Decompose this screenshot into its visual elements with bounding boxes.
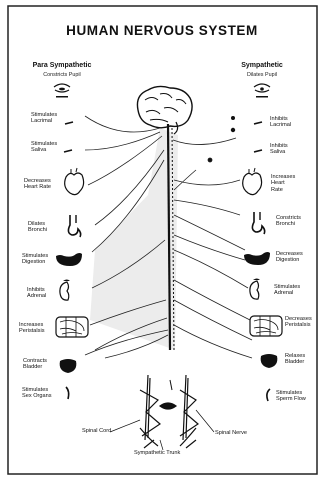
intestine-icon [250,316,282,336]
label-increases-peristalsis: Increases Peristalsis [19,322,45,335]
label-increases-heart-rate: Increases Heart Rate [271,174,295,193]
label-stimulates-lacrimal: Stimulates Lacrimal [31,112,57,125]
label-inhibits-lacrimal: Inhibits Lacrimal [270,116,291,129]
page-title: HUMAN NERVOUS SYSTEM [0,23,324,38]
label-inhibits-adrenal: Inhibits Adrenal [27,287,46,300]
label-stimulates-sex-organs: Stimulates Sex Organs [22,387,52,400]
label-inhibits-saliva: Inhibits Saliva [270,143,288,156]
label-stimulates-digestion: Stimulates Digestion [22,253,48,266]
label-decreases-peristalsis: Decreases Peristalsis [285,316,312,329]
label-constricts-bronchi: Constricts Bronchi [276,215,301,228]
label-spinal-cord: Spinal Cord [82,428,111,434]
label-sympathetic-trunk: Sympathetic Trunk [134,450,180,456]
intestine-icon [56,317,88,337]
sympathetic-subheader: Dilates Pupil [222,72,302,78]
parasympathetic-header: Para Sympathetic [22,62,102,69]
label-decreases-digestion: Decreases Digestion [276,251,303,264]
label-stimulates-sperm-flow: Stimulates Sperm Flow [276,390,306,403]
label-relaxes-bladder: Relaxes Bladder [285,353,305,366]
parasympathetic-subheader: Constricts Pupil [22,72,102,78]
label-dilates-bronchi: Dilates Bronchi [28,221,47,234]
label-stimulates-adrenal: Stimulates Adrenal [274,284,300,297]
sympathetic-header: Sympathetic [222,62,302,69]
label-stimulates-saliva: Stimulates Saliva [31,141,57,154]
label-contracts-bladder: Contracts Bladder [23,358,47,371]
label-spinal-nerve: Spinal Nerve [215,430,247,436]
label-decreases-heart-rate: Decreases Heart Rate [24,178,51,191]
